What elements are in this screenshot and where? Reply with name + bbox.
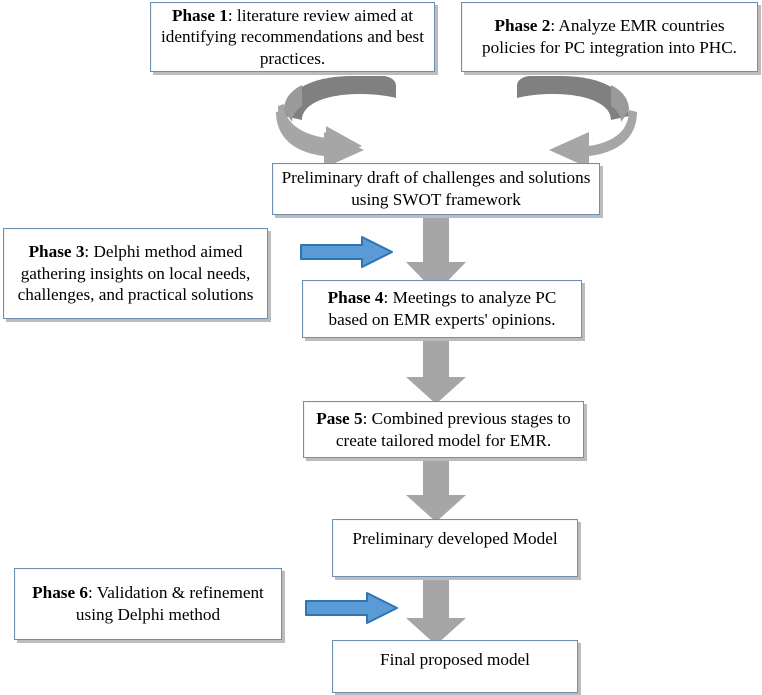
blue-arrow-phase3-to-phase4[interactable] bbox=[300, 236, 394, 268]
phase-3-label: Phase 3: Delphi method aimed gathering i… bbox=[12, 241, 259, 306]
down-arrow-draft-to-phase4 bbox=[406, 214, 466, 293]
phase-6-label: Phase 6: Validation & refinement using D… bbox=[23, 582, 273, 625]
final-proposed-model-box[interactable]: Final proposed model bbox=[332, 640, 578, 693]
phase-1-label-rest: : literature review aimed at identifying… bbox=[161, 5, 424, 68]
phase-1-label-bold: Phase 1 bbox=[171, 5, 228, 25]
preliminary-developed-model-box[interactable]: Preliminary developed Model bbox=[332, 519, 578, 577]
final-proposed-model-label: Final proposed model bbox=[341, 649, 569, 671]
preliminary-draft-label-rest: Preliminary draft of challenges and solu… bbox=[281, 168, 591, 209]
curved-arrow-phase2-to-draft bbox=[517, 76, 637, 168]
final-proposed-model-label-rest: Final proposed model bbox=[380, 650, 530, 669]
phase-6-label-rest: : Validation & refinement using Delphi m… bbox=[75, 583, 264, 624]
phase-5-box[interactable]: Pase 5: Combined previous stages to crea… bbox=[303, 401, 584, 458]
blue-arrow-phase6-to-final-model[interactable] bbox=[305, 592, 399, 624]
phase-5-label: Pase 5: Combined previous stages to crea… bbox=[312, 408, 575, 451]
preliminary-draft-label: Preliminary draft of challenges and solu… bbox=[281, 167, 591, 210]
phase-1-label: Phase 1: literature review aimed at iden… bbox=[159, 5, 426, 70]
phase-2-label-bold: Phase 2 bbox=[494, 16, 551, 36]
preliminary-developed-model-label: Preliminary developed Model bbox=[341, 528, 569, 550]
phase-6-box[interactable]: Phase 6: Validation & refinement using D… bbox=[14, 568, 282, 640]
preliminary-draft-box[interactable]: Preliminary draft of challenges and solu… bbox=[272, 163, 600, 215]
phase-6-label-bold: Phase 6 bbox=[32, 583, 89, 603]
phase-4-box[interactable]: Phase 4: Meetings to analyze PC based on… bbox=[302, 280, 582, 338]
phase-3-label-rest: : Delphi method aimed gathering insights… bbox=[17, 241, 254, 305]
phase-2-box[interactable]: Phase 2: Analyze EMR countries policies … bbox=[461, 2, 758, 72]
down-arrow-preliminary-model-to-final-model bbox=[406, 578, 466, 645]
phase-3-box[interactable]: Phase 3: Delphi method aimed gathering i… bbox=[3, 228, 268, 319]
curved-arrow-phase1-to-draft bbox=[276, 76, 396, 168]
phase-4-label: Phase 4: Meetings to analyze PC based on… bbox=[311, 287, 573, 330]
phase-3-label-bold: Phase 3 bbox=[28, 241, 85, 261]
phase-1-box[interactable]: Phase 1: literature review aimed at iden… bbox=[150, 2, 435, 72]
phase-5-label-bold: Pase 5 bbox=[316, 408, 363, 428]
preliminary-developed-model-label-rest: Preliminary developed Model bbox=[352, 529, 558, 548]
down-arrow-phase5-to-preliminary-model bbox=[406, 461, 466, 522]
phase-2-label-rest: : Analyze EMR countries policies for PC … bbox=[482, 16, 737, 57]
phase-4-label-bold: Phase 4 bbox=[327, 288, 384, 308]
phase-4-label-rest: : Meetings to analyze PC based on EMR ex… bbox=[328, 288, 557, 329]
down-arrow-phase4-to-phase5 bbox=[406, 339, 466, 404]
phase-5-label-rest: : Combined previous stages to create tai… bbox=[335, 408, 571, 450]
phase-2-label: Phase 2: Analyze EMR countries policies … bbox=[470, 15, 749, 58]
